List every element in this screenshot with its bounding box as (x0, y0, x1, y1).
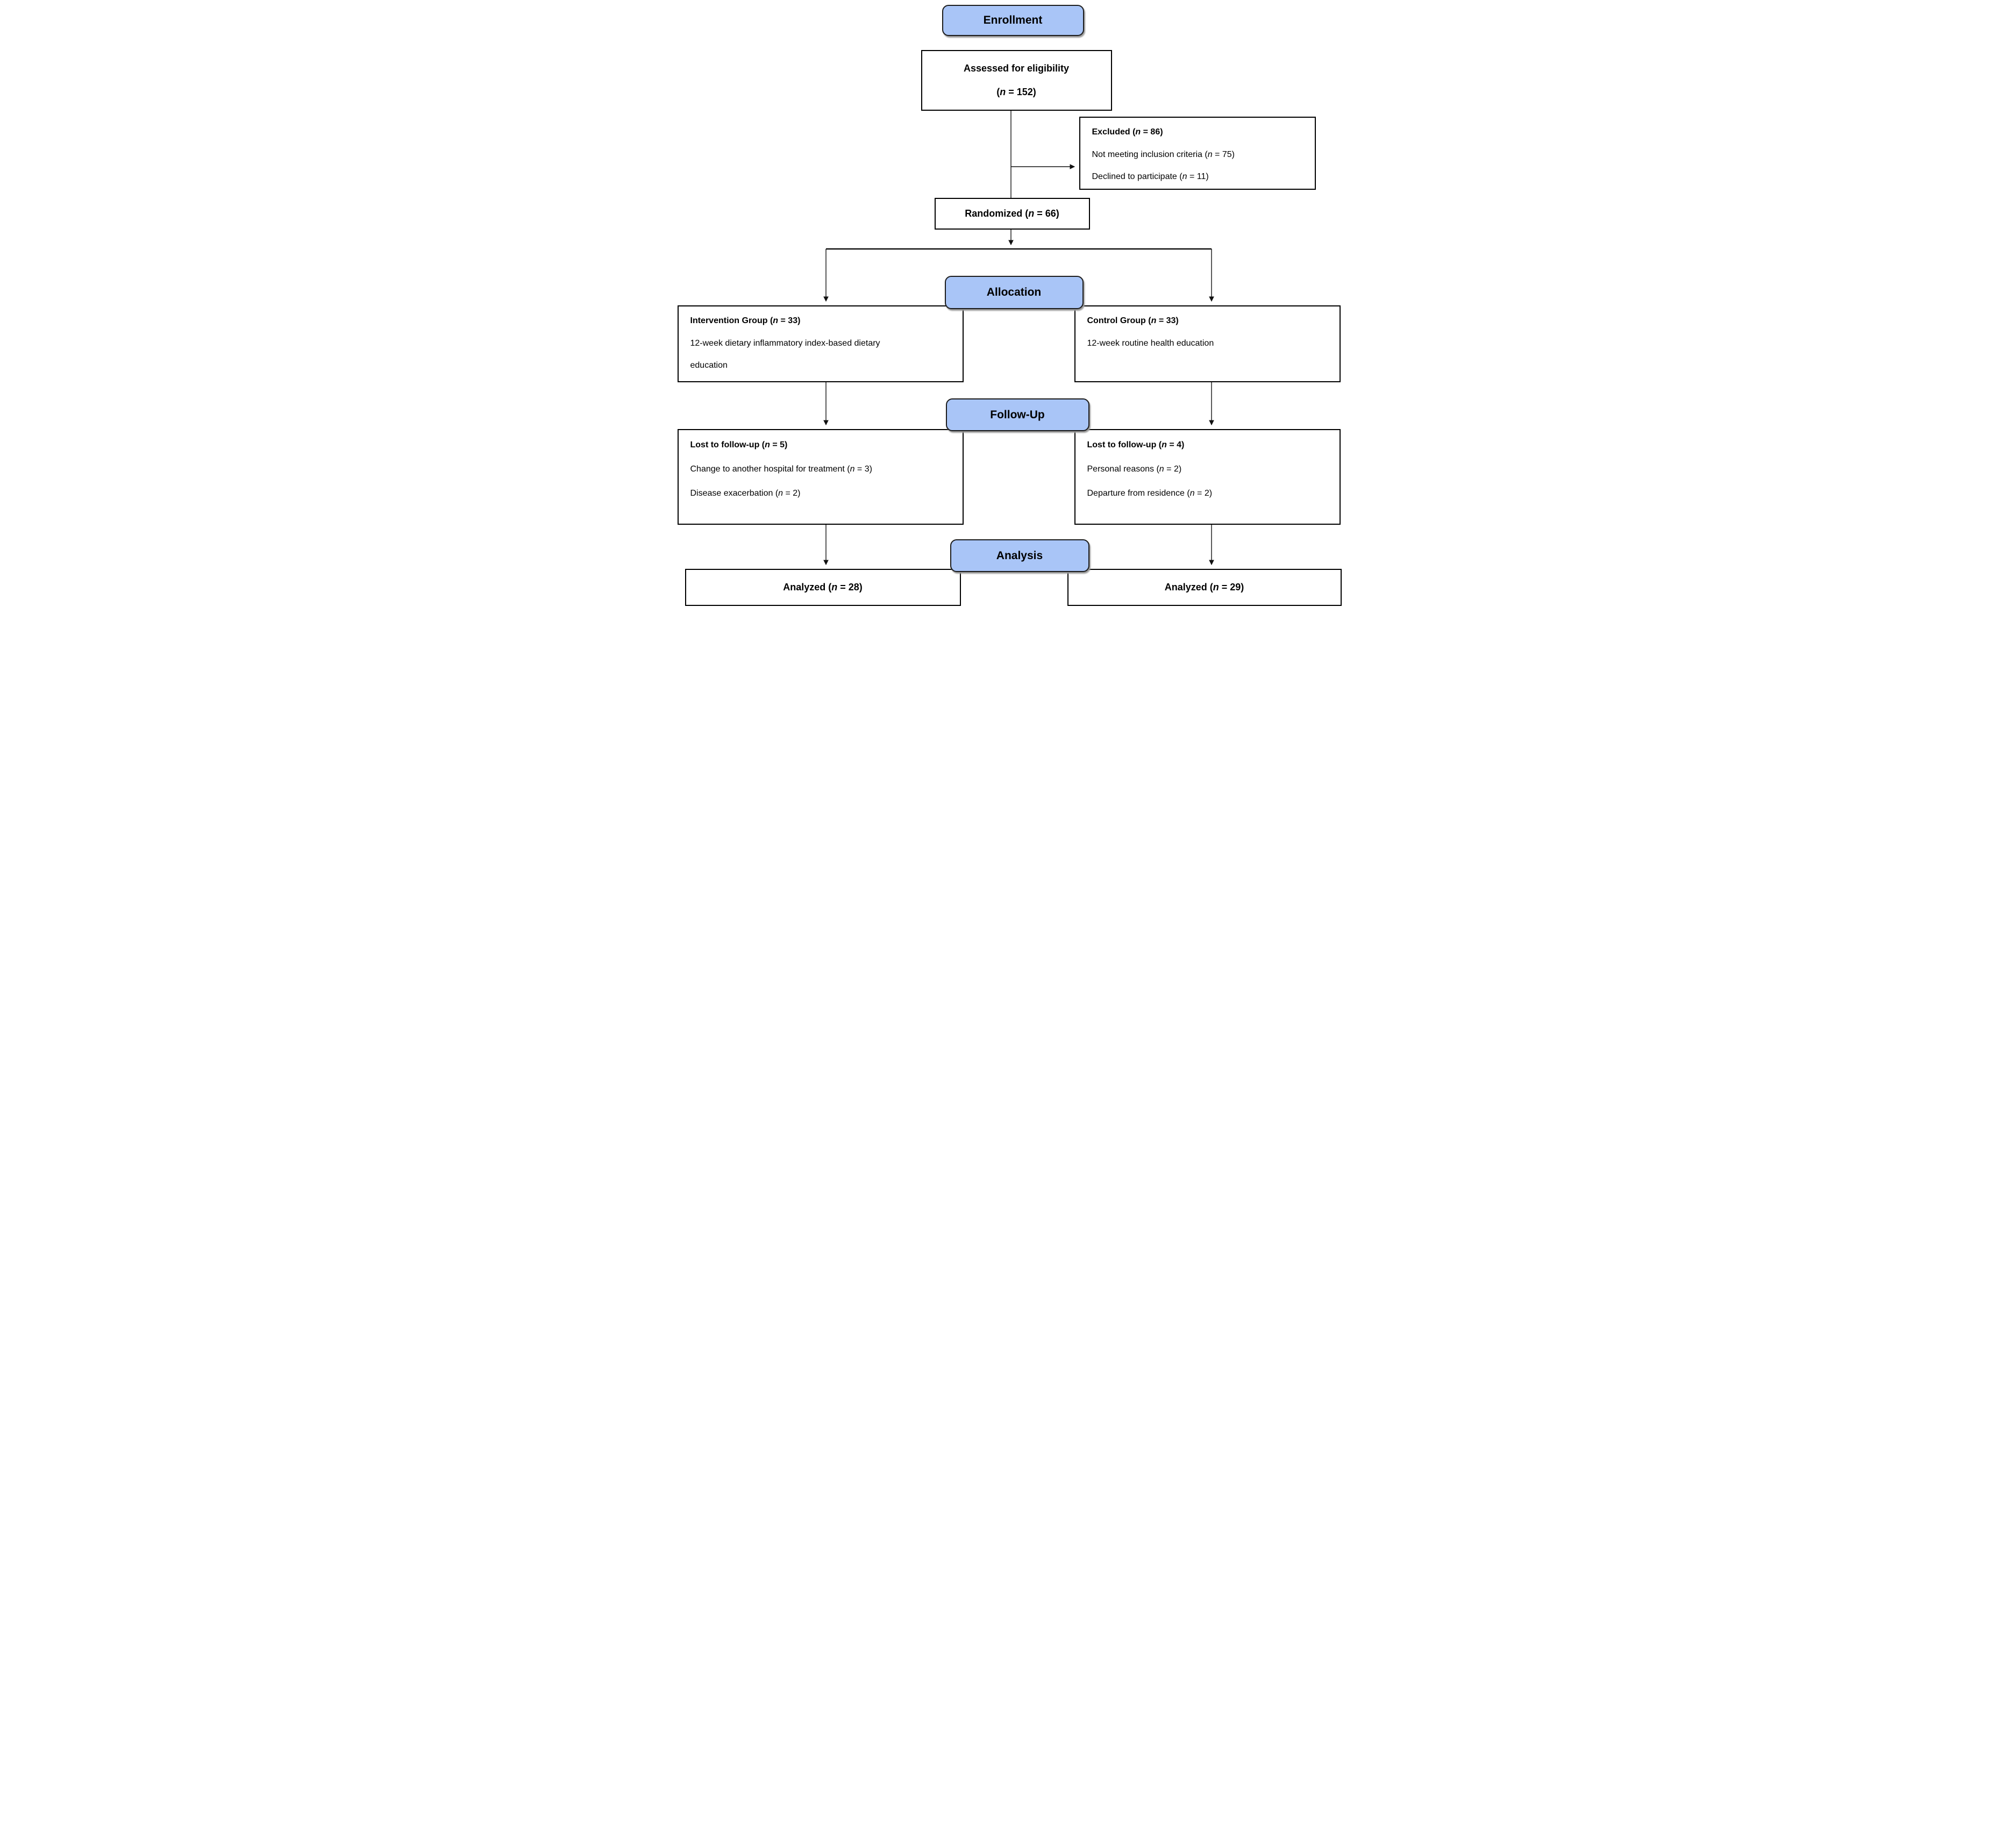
consort-flow-diagram: Enrollment Allocation Follow-Up Analysis… (672, 0, 1344, 609)
stage-label-allocation: Allocation (944, 276, 1084, 309)
stage-label-analysis: Analysis (950, 539, 1089, 572)
excluded-title: Excluded (n = 86) (1092, 127, 1163, 137)
analyzed-control-box: Analyzed (n = 29) (1067, 569, 1342, 606)
analyzed-intervention-box: Analyzed (n = 28) (685, 569, 961, 606)
lost-to-follow-up-control-box: Lost to follow-up (n = 4) Personal reaso… (1074, 429, 1341, 525)
excluded-box: Excluded (n = 86) Not meeting inclusion … (1079, 117, 1316, 190)
lost-to-follow-up-intervention-box: Lost to follow-up (n = 5) Change to anot… (677, 429, 964, 525)
intervention-group-title: Intervention Group (n = 33) (690, 316, 801, 325)
lost-control-reason: Personal reasons (n = 2) (1087, 464, 1182, 474)
analyzed-control-title: Analyzed (n = 29) (1164, 582, 1244, 592)
assessed-for-eligibility-box: Assessed for eligibility (n = 152) (921, 50, 1112, 111)
excluded-reason: Declined to participate (n = 11) (1092, 172, 1209, 182)
intervention-group-description: 12-week dietary inflammatory index-based… (690, 338, 880, 370)
assessed-title: Assessed for eligibility (963, 63, 1070, 74)
lost-intervention-reason: Change to another hospital for treatment… (690, 464, 872, 474)
control-group-title: Control Group (n = 33) (1087, 316, 1179, 325)
stage-label-follow-up: Follow-Up (945, 398, 1089, 431)
lost-control-reason: Departure from residence (n = 2) (1087, 488, 1213, 498)
randomized-title: Randomized (n = 66) (965, 208, 1059, 219)
control-group-description: 12-week routine health education (1087, 338, 1214, 348)
lost-intervention-title: Lost to follow-up (n = 5) (690, 440, 788, 449)
randomized-box: Randomized (n = 66) (934, 198, 1090, 230)
intervention-group-box: Intervention Group (n = 33) 12-week diet… (677, 305, 964, 382)
excluded-reason: Not meeting inclusion criteria (n = 75) (1092, 149, 1235, 159)
lost-control-title: Lost to follow-up (n = 4) (1087, 440, 1185, 449)
stage-label-enrollment: Enrollment (942, 5, 1084, 36)
lost-intervention-reason: Disease exacerbation (n = 2) (690, 488, 801, 498)
analyzed-intervention-title: Analyzed (n = 28) (783, 582, 863, 592)
control-group-box: Control Group (n = 33) 12-week routine h… (1074, 305, 1341, 382)
assessed-count: (n = 152) (996, 86, 1036, 97)
